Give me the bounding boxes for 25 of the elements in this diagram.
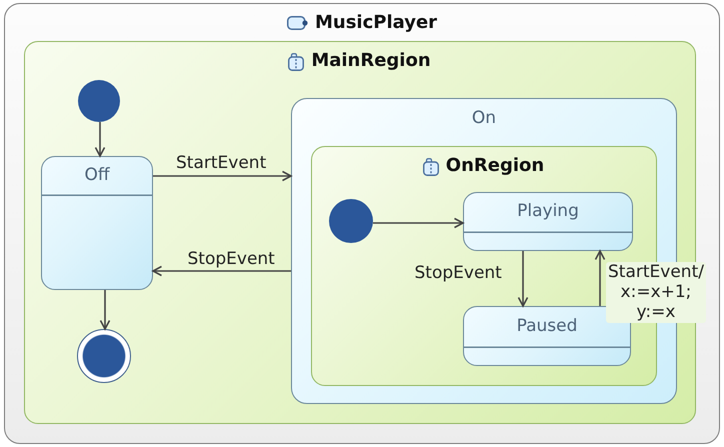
region-title: OnRegion (446, 156, 544, 177)
transition-arrow (518, 251, 528, 307)
transition-arrow (152, 266, 291, 276)
edge-label: StopEvent (414, 263, 502, 284)
region-title: MainRegion (311, 51, 431, 72)
edge-label: StartEvent (176, 153, 266, 174)
transition-arrow (153, 170, 292, 182)
initial-state-dot (78, 80, 120, 122)
state-name: Playing (517, 202, 579, 222)
state-box (463, 192, 633, 251)
transition-arrow (594, 250, 606, 306)
transition-arrow (372, 218, 464, 228)
state-name: Off (84, 166, 110, 186)
state-name: On (472, 109, 496, 129)
state-name: Paused (516, 316, 578, 337)
edge-label: StartEvent/ x:=x+1; y:=x (606, 262, 706, 323)
state-box (463, 306, 631, 366)
state-box (41, 156, 153, 290)
statechart-frame (4, 3, 720, 444)
final-state-circle (77, 329, 131, 383)
transition-arrow (94, 122, 106, 157)
initial-state-dot (329, 199, 373, 243)
transition-arrow (100, 290, 110, 330)
edge-label: StopEvent (188, 249, 275, 270)
statechart-title: MusicPlayer (314, 12, 438, 34)
